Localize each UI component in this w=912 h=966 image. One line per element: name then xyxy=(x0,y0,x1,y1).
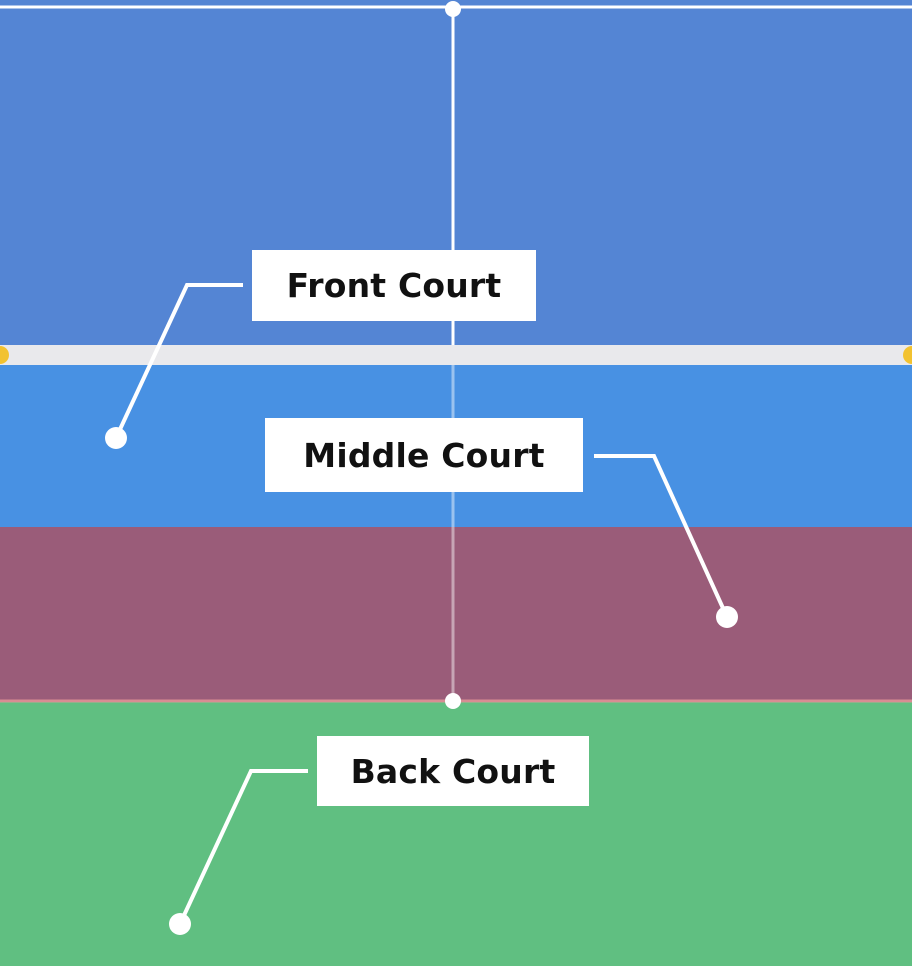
net-post-left xyxy=(0,346,9,364)
back-court-label-text: Back Court xyxy=(350,751,556,791)
middle-court-callout-line xyxy=(594,454,729,618)
middle-court-label: Middle Court xyxy=(265,418,583,492)
service-center-mark xyxy=(445,693,461,709)
net-post-right xyxy=(903,346,912,364)
top-center-mark xyxy=(445,1,461,17)
middle-court-label-text: Middle Court xyxy=(303,435,545,475)
middle-court-shaded-zone xyxy=(0,527,912,702)
middle-court-callout-dot xyxy=(716,606,738,628)
front-court-label: Front Court xyxy=(252,250,536,321)
front-court-label-text: Front Court xyxy=(286,266,502,305)
back-court-callout-line xyxy=(178,769,308,925)
front-court-callout-dot xyxy=(105,427,127,449)
net-band xyxy=(0,345,912,365)
back-court-callout-dot xyxy=(169,913,191,935)
back-court-label: Back Court xyxy=(317,736,589,806)
front-court-callout-line xyxy=(114,283,243,439)
